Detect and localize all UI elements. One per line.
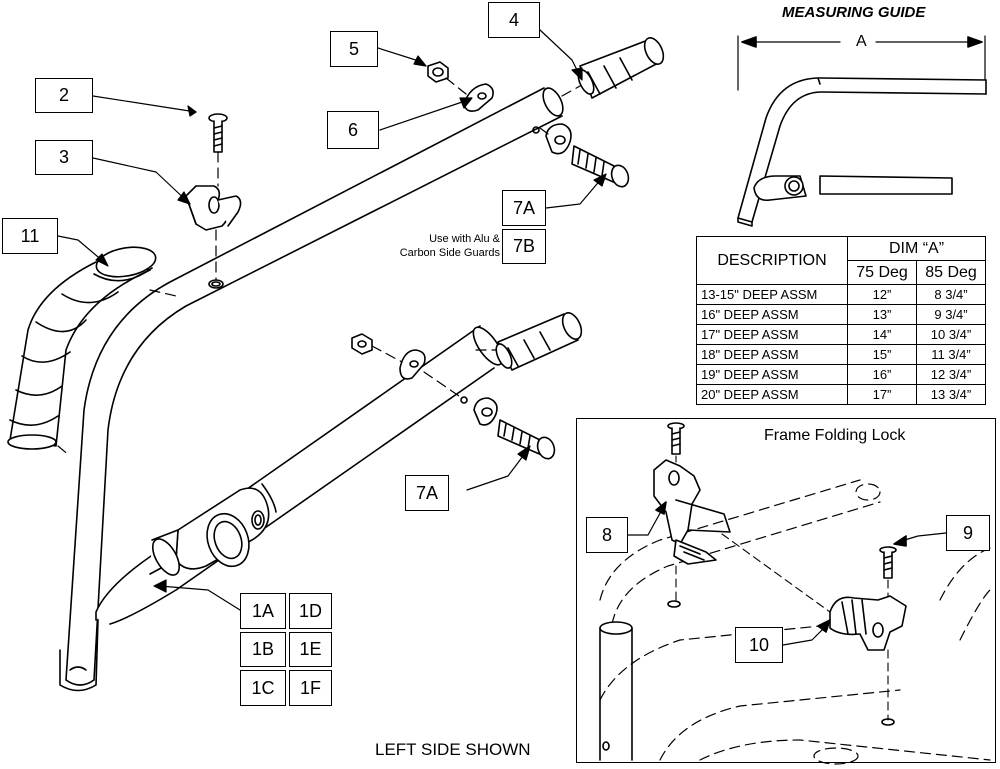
dimension-a-label: A: [852, 33, 871, 51]
inset-title: Frame Folding Lock: [764, 427, 906, 444]
row-description: 13-15" DEEP ASSM: [696, 284, 848, 305]
row-75-deg: 12”: [847, 284, 917, 305]
row-85-deg: 12 3/4”: [916, 364, 986, 385]
spacer-washer-lower: [473, 397, 498, 426]
table-row: 13-15" DEEP ASSM 12” 8 3/4”: [696, 284, 986, 305]
callout-1a: 1A: [240, 593, 286, 629]
screw-part-2: [208, 113, 228, 153]
end-sleeve-lower: [495, 312, 583, 371]
end-sleeve-part-4: [577, 37, 665, 99]
callout-7a-lower: 7A: [405, 475, 449, 511]
callout-1f: 1F: [289, 670, 332, 706]
row-75-deg: 17”: [847, 384, 917, 405]
table-row: 17" DEEP ASSM 14” 10 3/4”: [696, 324, 986, 345]
row-85-deg: 13 3/4”: [916, 384, 986, 405]
table-header-75-deg: 75 Deg: [847, 260, 917, 285]
callout-9: 9: [946, 515, 990, 551]
table-header-description: DESCRIPTION: [696, 236, 848, 285]
callout-1e: 1E: [289, 632, 332, 667]
dimension-table: DESCRIPTION DIM “A” 75 Deg 85 Deg 13-15"…: [696, 236, 986, 405]
clip-bracket-part-3: [185, 185, 242, 231]
row-85-deg: 9 3/4”: [916, 304, 986, 325]
left-side-caption: LEFT SIDE SHOWN: [375, 740, 531, 759]
row-85-deg: 10 3/4”: [916, 324, 986, 345]
row-description: 19" DEEP ASSM: [696, 364, 848, 385]
row-75-deg: 15”: [847, 344, 917, 365]
row-85-deg: 8 3/4”: [916, 284, 986, 305]
row-85-deg: 11 3/4”: [916, 344, 986, 365]
leader-lines: [57, 29, 607, 611]
washer-part-6: [463, 83, 494, 112]
folding-lock-inset: [576, 418, 996, 763]
callout-3: 3: [35, 140, 93, 175]
folding-lock-inset-drawing: [599, 422, 991, 765]
callout-11: 11: [2, 218, 58, 254]
note-7b: Use with Alu & Carbon Side Guards: [370, 232, 500, 260]
callout-4: 4: [488, 2, 540, 38]
spacer-washer-upper: [545, 123, 572, 155]
assembly-centerlines: [57, 77, 581, 457]
callout-7a-upper: 7A: [502, 190, 546, 226]
table-row: 20" DEEP ASSM 17” 13 3/4”: [696, 384, 986, 405]
measuring-guide-drawing: [737, 35, 987, 227]
bolt-part-7a-upper: [571, 145, 630, 188]
callout-1b: 1B: [240, 632, 286, 667]
row-description: 16" DEEP ASSM: [696, 304, 848, 325]
callout-1d: 1D: [289, 593, 332, 629]
folding-clamp-body: [149, 487, 270, 576]
row-75-deg: 14”: [847, 324, 917, 345]
nut-part-5: [427, 61, 449, 83]
row-75-deg: 13”: [847, 304, 917, 325]
table-row: 19" DEEP ASSM 16” 12 3/4”: [696, 364, 986, 385]
nut-lower: [351, 333, 373, 355]
row-description: 17" DEEP ASSM: [696, 324, 848, 345]
callout-7b: 7B: [502, 229, 546, 264]
bolt-part-7a-lower: [497, 419, 556, 460]
callout-2: 2: [35, 78, 93, 113]
note-7b-line-2: Carbon Side Guards: [399, 247, 500, 259]
callout-1c: 1C: [240, 670, 286, 706]
washer-lower: [399, 349, 426, 380]
table-row: 16" DEEP ASSM 13” 9 3/4”: [696, 304, 986, 325]
callout-6: 6: [327, 111, 379, 149]
callout-5: 5: [330, 31, 378, 67]
bumper-sleeve-part-11: [7, 246, 157, 450]
table-row: 18" DEEP ASSM 15” 11 3/4”: [696, 344, 986, 365]
note-7b-line-1: Use with Alu &: [429, 233, 500, 245]
callout-10: 10: [735, 627, 783, 663]
callout-8: 8: [586, 517, 628, 553]
row-description: 18" DEEP ASSM: [696, 344, 848, 365]
row-75-deg: 16”: [847, 364, 917, 385]
table-header-85-deg: 85 Deg: [916, 260, 986, 285]
measuring-guide-title: MEASURING GUIDE: [782, 4, 926, 21]
row-description: 20" DEEP ASSM: [696, 384, 848, 405]
table-header-dim-a: DIM “A”: [847, 236, 986, 261]
